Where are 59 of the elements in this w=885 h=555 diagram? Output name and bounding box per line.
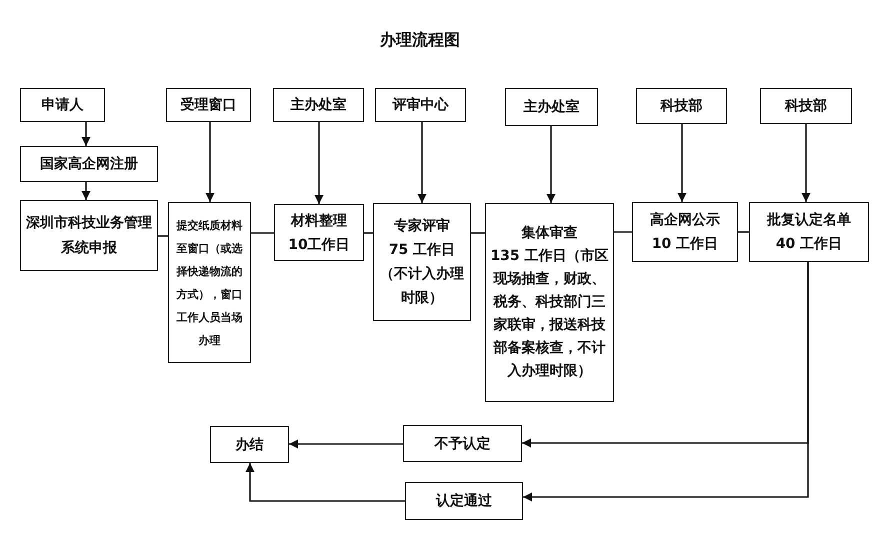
process-box: [168, 202, 251, 363]
box-label: 主办处室: [524, 98, 580, 117]
box-label: 提交纸质材料至窗口（或选择快递物流的方式），窗口工作人员当场办理: [175, 218, 244, 348]
arrow: [678, 124, 686, 202]
box-label: 专家评审: [394, 216, 450, 236]
connector-line: [364, 232, 373, 234]
arrow: [82, 182, 90, 200]
box-label: 受理窗口: [180, 96, 236, 115]
box-label: 主办处室: [290, 96, 346, 115]
process-box: [20, 146, 158, 182]
box-label: 材料整理: [291, 212, 347, 230]
box-label: 认定通过: [436, 492, 492, 511]
arrow: [523, 262, 809, 502]
box-label: 集体审查: [522, 224, 578, 243]
duration-text: 75 工作日（不计入办理时限）: [379, 241, 465, 308]
duration-text: 40 工作日: [776, 235, 842, 254]
department-box: [760, 88, 852, 124]
diagram-title: 办理流程图: [378, 30, 461, 51]
arrow: [82, 122, 90, 146]
connector-line: [158, 235, 168, 237]
process-box: [632, 202, 738, 262]
department-box: [20, 88, 105, 122]
department-box: [636, 88, 727, 124]
box-label: 不予认定: [434, 434, 490, 454]
box-label: 办结: [236, 436, 264, 454]
arrow: [546, 126, 556, 203]
arrow: [246, 463, 405, 502]
arrow: [418, 122, 426, 203]
box-label: 高企网公示: [650, 210, 720, 230]
duration-text: 135 工作日（市区现场抽查，财政、税务、科技部门三家联审，报送科技部备案核查，不计入办理时限）: [490, 246, 609, 381]
process-box: [274, 204, 364, 261]
department-box: [375, 88, 466, 122]
process-box: [373, 203, 471, 321]
department-box: [166, 88, 251, 122]
department-box: [505, 88, 598, 126]
box-label: 评审中心: [392, 96, 448, 115]
process-box: [405, 482, 523, 520]
box-label: 国家高企网注册: [40, 154, 138, 174]
process-box: [485, 203, 614, 402]
duration-text: 10工作日: [288, 236, 350, 254]
connector-line: [471, 232, 485, 234]
process-box: [403, 425, 522, 462]
process-box: [749, 202, 869, 262]
department-box: [273, 88, 364, 122]
box-label: 科技部: [785, 96, 827, 116]
box-label: 科技部: [660, 96, 702, 116]
box-label: 深圳市科技业务管理系统申报: [25, 214, 153, 258]
connector-line: [614, 231, 632, 233]
box-label: 批复认定名单: [767, 210, 851, 230]
arrow: [802, 124, 810, 202]
duration-text: 10 工作日: [652, 235, 718, 254]
arrow: [289, 440, 403, 448]
connector-line: [738, 231, 749, 233]
process-box: [210, 426, 289, 463]
process-box: [20, 200, 158, 271]
connector-line: [251, 232, 274, 234]
arrow: [206, 122, 214, 202]
arrow: [314, 122, 324, 204]
box-label: 申请人: [42, 96, 84, 115]
